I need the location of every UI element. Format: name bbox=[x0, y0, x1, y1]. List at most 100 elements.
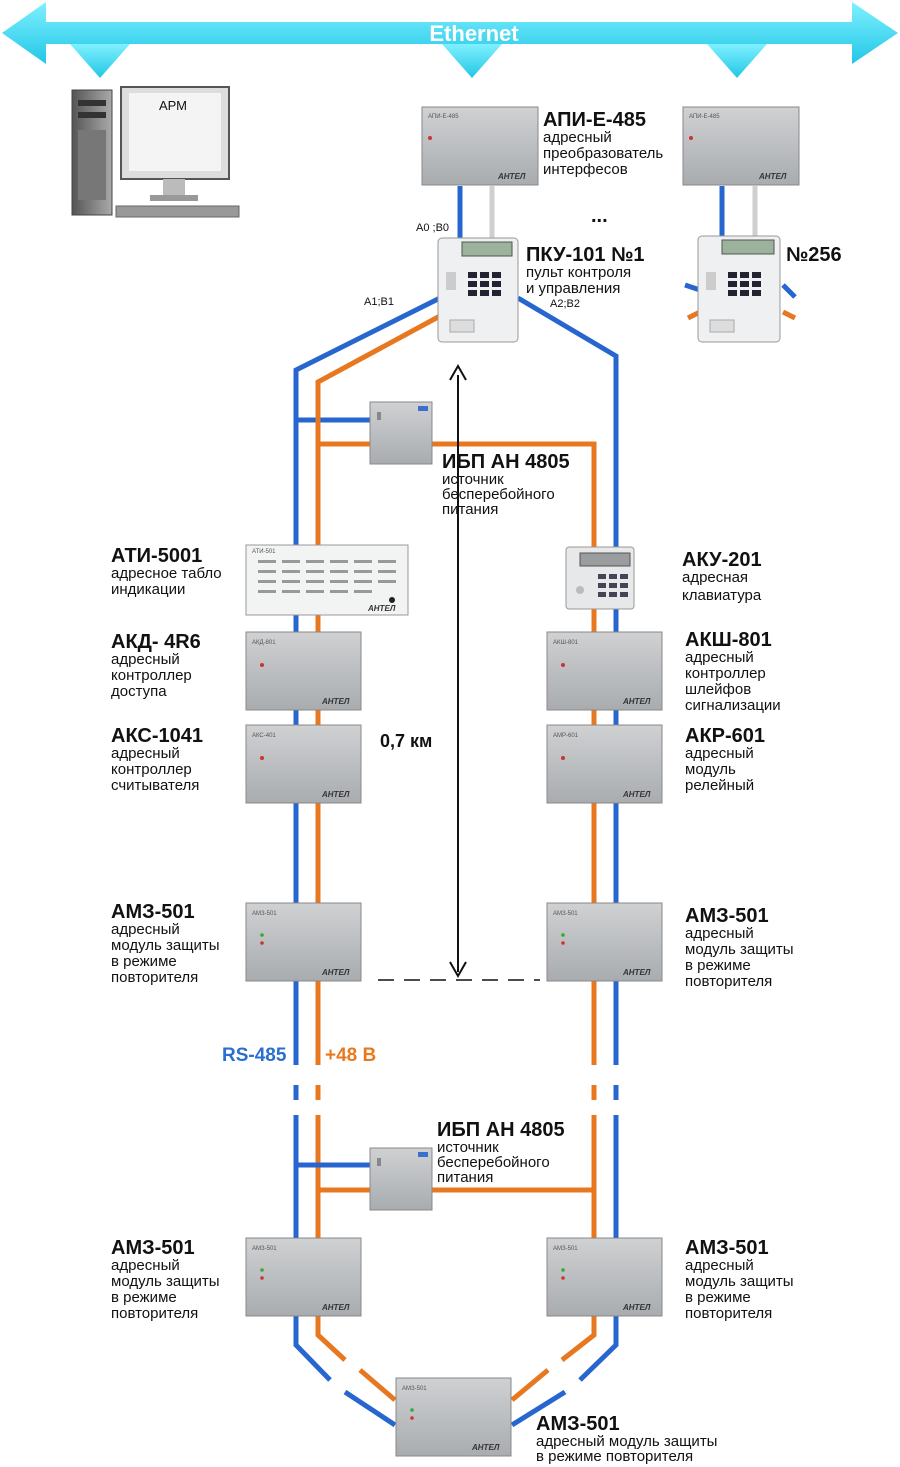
amz-bottom-desc-1: адресный модуль защиты bbox=[536, 1433, 717, 1450]
amz-right2-desc-1: адресный bbox=[685, 1257, 754, 1274]
akd4r6-desc-1: адресный bbox=[111, 651, 180, 668]
aks1041-desc-1: адресный bbox=[111, 745, 180, 762]
akd4r6-box-label: АКД-801 bbox=[252, 640, 276, 646]
brand-mark: АНТЕЛ bbox=[758, 172, 787, 181]
ibp1-desc-1: источник bbox=[442, 471, 504, 488]
workstation-label: АРМ bbox=[159, 98, 187, 113]
amz-right2-box: АМЗ-501 АНТЕЛ bbox=[546, 1237, 663, 1317]
amz-box-label: АМЗ-501 bbox=[402, 1386, 427, 1392]
amz-left2-desc-1: адресный bbox=[111, 1257, 180, 1274]
bus-power-label: +48 В bbox=[325, 1045, 376, 1066]
ati5001-desc-2: индикации bbox=[111, 581, 185, 598]
aks1041-box-label: АКС-401 bbox=[252, 733, 276, 739]
amz-left1-box: АМЗ-501 АНТЕЛ bbox=[245, 902, 362, 982]
amz-box-label: АМЗ-501 bbox=[252, 911, 277, 917]
aku201-desc-2: клавиатура bbox=[682, 587, 762, 604]
ibp2-box bbox=[369, 1147, 433, 1211]
api-e485-box-1: АПИ-Е-485 АНТЕЛ bbox=[421, 106, 539, 186]
pku-port-a0: A0 ;B0 bbox=[416, 222, 449, 234]
pku101-panel-256 bbox=[697, 235, 781, 343]
amz-left2-desc-2: модуль защиты bbox=[111, 1273, 220, 1290]
ati5001-desc-1: адресное табло bbox=[111, 565, 222, 582]
pku101-desc-2: и управления bbox=[526, 280, 620, 297]
aku201-desc-1: адресная bbox=[682, 569, 748, 586]
aku201-box bbox=[565, 546, 635, 610]
brand-mark: АНТЕЛ bbox=[497, 172, 526, 181]
amz-right2-desc-4: повторителя bbox=[685, 1305, 772, 1322]
ibp2-title: ИБП АН 4805 bbox=[437, 1119, 565, 1141]
bus-rs485-label: RS-485 bbox=[222, 1045, 287, 1066]
amz-left2-box: АМЗ-501 АНТЕЛ bbox=[245, 1237, 362, 1317]
amz-box-label: АМЗ-501 bbox=[553, 1246, 578, 1252]
brand-mark: АНТЕЛ bbox=[321, 790, 350, 799]
aksh801-desc-3: шлейфов bbox=[685, 681, 751, 698]
ethernet-label: Ethernet bbox=[429, 21, 519, 46]
distance-arrow bbox=[378, 363, 540, 981]
akr601-title: АКР-601 bbox=[685, 725, 765, 747]
amz-bottom-desc-2: в режиме повторителя bbox=[536, 1448, 693, 1465]
aks1041-title: АКС-1041 bbox=[111, 725, 203, 747]
aksh801-desc-2: контроллер bbox=[685, 665, 766, 682]
brand-mark: АНТЕЛ bbox=[622, 968, 651, 977]
ati5001-box: АТИ-501 АНТЕЛ bbox=[245, 544, 409, 616]
amz-box-label: АМЗ-501 bbox=[252, 1246, 277, 1252]
akr601-box-label: АМР-601 bbox=[553, 733, 579, 739]
api-e485-desc-2: преобразователь bbox=[543, 145, 663, 162]
amz-bottom-title: АМЗ-501 bbox=[536, 1413, 620, 1435]
brand-mark: АНТЕЛ bbox=[367, 604, 396, 613]
aku201-title: АКУ-201 bbox=[682, 549, 762, 571]
amz-right1-box: АМЗ-501 АНТЕЛ bbox=[546, 902, 663, 982]
workstation: АРМ bbox=[71, 86, 240, 218]
aksh801-box-label: АКШ-801 bbox=[553, 640, 579, 646]
ibp1-box bbox=[369, 401, 433, 465]
aksh801-desc-1: адресный bbox=[685, 649, 754, 666]
distance-label: 0,7 км bbox=[380, 731, 432, 751]
ethernet-bus: Ethernet bbox=[2, 2, 898, 78]
amz-left1-desc-4: повторителя bbox=[111, 969, 198, 986]
pku-port-a2: A2;B2 bbox=[550, 298, 580, 310]
amz-right1-desc-4: повторителя bbox=[685, 973, 772, 990]
ibp2-desc-3: питания bbox=[437, 1169, 493, 1186]
amz-right1-desc-3: в режиме bbox=[685, 957, 751, 974]
api-e485-title: АПИ-Е-485 bbox=[543, 109, 646, 131]
api-e485-desc-1: адресный bbox=[543, 129, 612, 146]
pku-port-a1: A1;B1 bbox=[364, 296, 394, 308]
api-e485-box-label: АПИ-Е-485 bbox=[689, 114, 720, 120]
akd4r6-box: АКД-801 АНТЕЛ bbox=[245, 631, 362, 711]
amz-right1-title: АМЗ-501 bbox=[685, 905, 769, 927]
brand-mark: АНТЕЛ bbox=[321, 968, 350, 977]
akr601-desc-1: адресный bbox=[685, 745, 754, 762]
brand-mark: АНТЕЛ bbox=[622, 697, 651, 706]
amz-right1-desc-2: модуль защиты bbox=[685, 941, 794, 958]
amz-right2-desc-2: модуль защиты bbox=[685, 1273, 794, 1290]
api-e485-box-label: АПИ-Е-485 bbox=[428, 114, 459, 120]
akd4r6-desc-3: доступа bbox=[111, 683, 167, 700]
akd4r6-desc-2: контроллер bbox=[111, 667, 192, 684]
ellipsis: ... bbox=[591, 205, 608, 227]
amz-left2-desc-3: в режиме bbox=[111, 1289, 177, 1306]
akr601-desc-3: релейный bbox=[685, 777, 754, 794]
amz-left2-title: АМЗ-501 bbox=[111, 1237, 195, 1259]
ibp1-desc-3: питания bbox=[442, 501, 498, 518]
ibp1-desc-2: бесперебойного bbox=[442, 486, 555, 503]
ati5001-box-label: АТИ-501 bbox=[252, 549, 276, 555]
amz-left1-desc-3: в режиме bbox=[111, 953, 177, 970]
aks1041-desc-2: контроллер bbox=[111, 761, 192, 778]
brand-mark: АНТЕЛ bbox=[622, 790, 651, 799]
amz-box-label: АМЗ-501 bbox=[553, 911, 578, 917]
aks1041-box: АКС-401 АНТЕЛ bbox=[245, 724, 362, 804]
aksh801-title: АКШ-801 bbox=[685, 629, 772, 651]
akd4r6-title: АКД- 4R6 bbox=[111, 631, 201, 653]
ibp2-desc-1: источник bbox=[437, 1139, 499, 1156]
amz-left2-desc-4: повторителя bbox=[111, 1305, 198, 1322]
aks1041-desc-3: считывателя bbox=[111, 777, 199, 794]
aksh801-box: АКШ-801 АНТЕЛ bbox=[546, 631, 663, 711]
brand-mark: АНТЕЛ bbox=[622, 1303, 651, 1312]
akr601-box: АМР-601 АНТЕЛ bbox=[546, 724, 663, 804]
akr601-desc-2: модуль bbox=[685, 761, 736, 778]
amz-left1-desc-1: адресный bbox=[111, 921, 180, 938]
amz-left1-desc-2: модуль защиты bbox=[111, 937, 220, 954]
amz-bottom-box: АМЗ-501 АНТЕЛ bbox=[395, 1377, 512, 1457]
pku101-title: ПКУ-101 №1 bbox=[526, 244, 645, 266]
